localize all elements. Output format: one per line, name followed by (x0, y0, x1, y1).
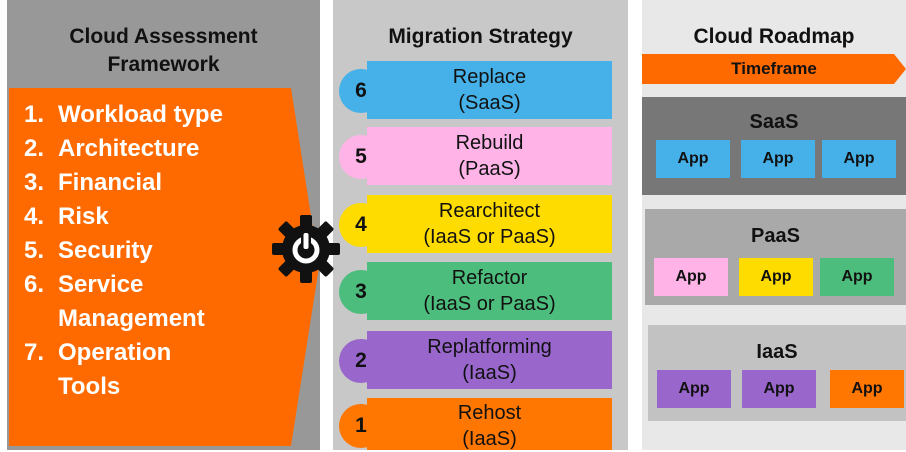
assessment-title-line1: Cloud Assessment (69, 25, 258, 48)
criteria-label: Architecture (58, 135, 200, 162)
tier-connector (815, 305, 817, 325)
step-model: (IaaS) (462, 428, 517, 450)
criteria-label-cont: Management (58, 305, 205, 332)
app-box: App (739, 258, 813, 296)
gear-power-icon (270, 213, 342, 290)
strategy-step-replace: 6 Replace (SaaS) (339, 61, 612, 119)
criteria-label: Workload type (58, 101, 223, 128)
step-bar: Rehost (IaaS) (367, 398, 612, 450)
strategy-step-refactor: 3 Refactor (IaaS or PaaS) (339, 262, 612, 320)
strategy-step-rebuild: 5 Rebuild (PaaS) (339, 127, 612, 185)
criteria-num: 3. (24, 169, 45, 196)
step-model: (SaaS) (458, 92, 521, 114)
criteria-num: 2. (24, 135, 45, 162)
criteria-label: Service (58, 271, 144, 298)
step-name: Rehost (457, 402, 522, 424)
app-box: App (654, 258, 728, 296)
app-box: App (656, 140, 730, 178)
criteria-item: 4. Risk (24, 200, 223, 234)
criteria-item: 3. Financial (24, 166, 223, 200)
step-bar: Refactor (IaaS or PaaS) (367, 262, 612, 320)
app-box: App (830, 370, 904, 408)
step-bar: Rebuild (PaaS) (367, 127, 612, 185)
app-box: App (657, 370, 731, 408)
app-box: App (822, 140, 896, 178)
criteria-item: 7. Operation (24, 336, 223, 370)
criteria-label: Operation (58, 339, 172, 366)
criteria-label: Financial (58, 169, 163, 196)
timeframe-arrow: Timeframe (642, 54, 906, 89)
step-model: (PaaS) (458, 158, 521, 180)
step-model: (IaaS) (462, 362, 517, 384)
roadmap-title: Cloud Roadmap (693, 25, 855, 48)
assessment-title-line2: Framework (107, 53, 220, 76)
criteria-num: 6. (24, 271, 45, 298)
strategy-title: Migration Strategy (388, 25, 573, 48)
step-name: Replatforming (427, 336, 552, 358)
strategy-step-rehost: 1 Rehost (IaaS) (339, 398, 612, 450)
criteria-item-cont: Management (24, 302, 223, 336)
step-name: Rebuild (455, 132, 524, 154)
arrow-fill (9, 88, 319, 446)
criteria-item: 1. Workload type (24, 98, 223, 132)
step-name: Replace (452, 66, 527, 88)
app-box: App (741, 140, 815, 178)
criteria-list: 1. Workload type 2. Architecture 3. Financi… (24, 98, 223, 404)
criteria-item: 6. Service (24, 268, 223, 302)
strategy-step-rearchitect: 4 Rearchitect (IaaS or PaaS) (339, 195, 612, 253)
criteria-item-cont: Tools (24, 370, 223, 404)
criteria-item: 2. Architecture (24, 132, 223, 166)
tier-connector (815, 195, 817, 209)
criteria-num: 5. (24, 237, 45, 264)
strategy-step-replatforming: 2 Replatforming (IaaS) (339, 331, 612, 389)
app-box: App (820, 258, 894, 296)
app-box: App (742, 370, 816, 408)
tier-label: IaaS (756, 341, 798, 363)
tier-connector (730, 305, 732, 325)
step-bar: Replatforming (IaaS) (367, 331, 612, 389)
step-name: Rearchitect (438, 200, 541, 222)
tier-label: PaaS (751, 225, 800, 247)
step-model: (IaaS or PaaS) (423, 293, 556, 315)
tier-connector (730, 195, 732, 209)
timeframe-label: Timeframe (731, 59, 817, 78)
step-bar: Replace (SaaS) (367, 61, 612, 119)
criteria-num: 1. (24, 101, 45, 128)
criteria-num: 7. (24, 339, 45, 366)
step-bar: Rearchitect (IaaS or PaaS) (367, 195, 612, 253)
criteria-label: Risk (58, 203, 109, 230)
assessment-arrow-shape (9, 88, 319, 446)
criteria-num: 4. (24, 203, 45, 230)
step-model: (IaaS or PaaS) (423, 226, 556, 248)
tier-label: SaaS (749, 111, 799, 133)
criteria-label: Security (58, 237, 153, 264)
criteria-label-cont: Tools (58, 373, 121, 400)
step-name: Refactor (451, 267, 528, 289)
criteria-item: 5. Security (24, 234, 223, 268)
